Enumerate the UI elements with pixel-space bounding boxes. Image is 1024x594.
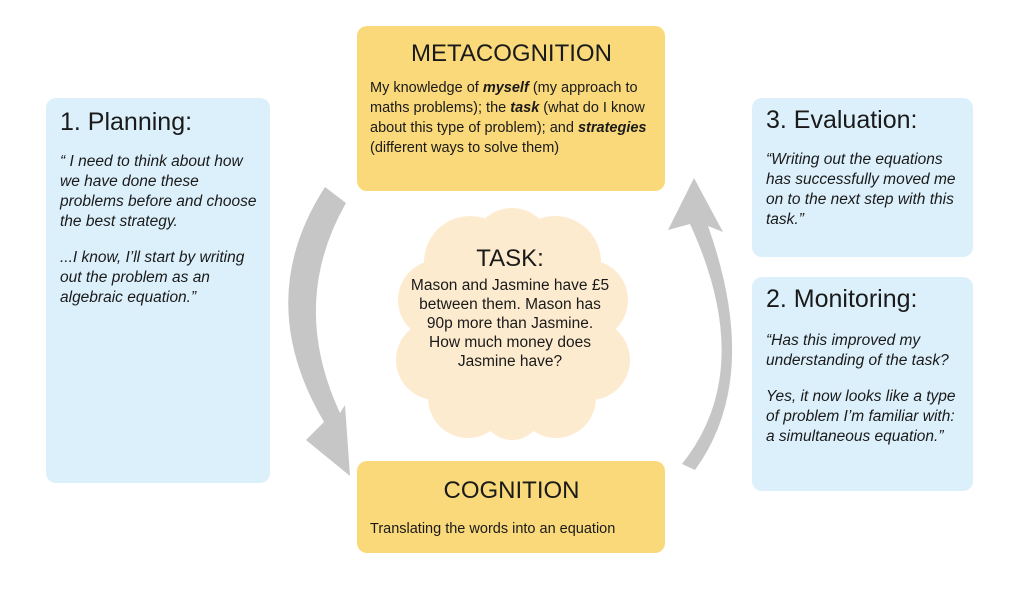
task-cloud <box>396 208 630 440</box>
keyword-myself: myself <box>482 80 529 96</box>
left-cycle-arrow <box>288 187 350 476</box>
right-cycle-arrow <box>668 178 733 470</box>
planning-text-1: “ I need to think about how we have done… <box>60 153 257 230</box>
metacognition-box: METACOGNITION My knowledge of myself (my… <box>357 26 665 191</box>
monitoring-box: 2. Monitoring: “Has this improved my und… <box>752 277 973 491</box>
metacognition-text: My knowledge of myself (my approach to m… <box>370 80 647 156</box>
evaluation-text: “Writing out the equations has successfu… <box>766 151 956 228</box>
task-title: TASK: <box>476 245 544 272</box>
keyword-strategies: strategies <box>577 120 647 136</box>
cognition-box: COGNITION Translating the words into an … <box>357 461 665 553</box>
evaluation-box: 3. Evaluation: “Writing out the equation… <box>752 98 973 257</box>
planning-box: 1. Planning: “ I need to think about how… <box>46 98 270 483</box>
planning-title: 1. Planning: <box>60 108 193 136</box>
keyword-task: task <box>510 100 540 116</box>
task-text: Mason and Jasmine have £5 between them. … <box>410 277 610 370</box>
monitoring-text-1: “Has this improved my understanding of t… <box>766 332 949 369</box>
planning-text-2: ...I know, I’ll start by writing out the… <box>60 249 245 306</box>
metacognition-title: METACOGNITION <box>411 40 612 67</box>
monitoring-text-2: Yes, it now looks like a type of problem… <box>766 388 956 445</box>
task-content: TASK: Mason and Jasmine have £5 between … <box>410 246 610 371</box>
cognition-text: Translating the words into an equation <box>370 521 616 537</box>
cognition-title: COGNITION <box>443 477 580 504</box>
monitoring-title: 2. Monitoring: <box>766 285 918 313</box>
evaluation-title: 3. Evaluation: <box>766 106 918 134</box>
